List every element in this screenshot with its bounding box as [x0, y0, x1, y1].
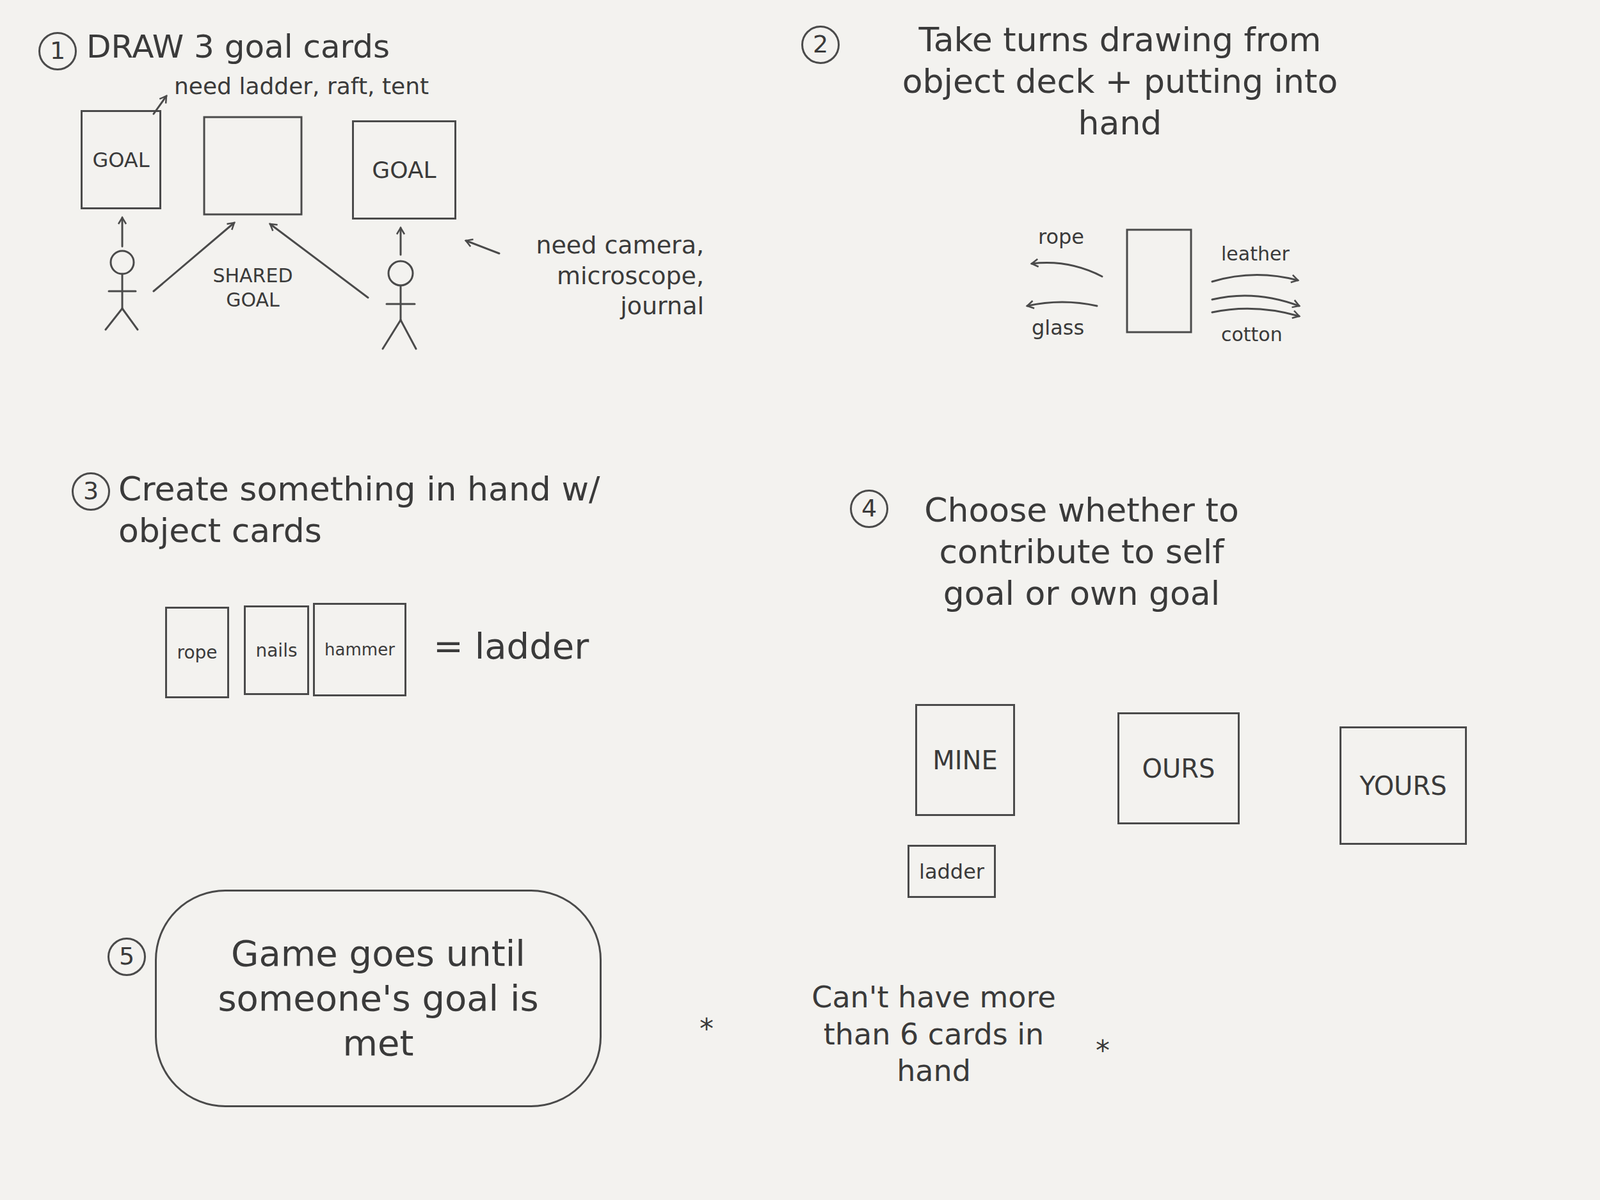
note: need ladder, raft, tent	[174, 71, 429, 101]
note: SHARED GOAL	[204, 263, 301, 312]
goal-card: GOAL	[80, 110, 162, 210]
object-deck	[1127, 229, 1192, 333]
node-text: Game goes until someone's goal is met	[193, 931, 564, 1066]
node-text: MINE	[932, 744, 998, 777]
step-number: 4	[849, 489, 889, 528]
step-text: DRAW 3 goal cards	[86, 26, 390, 68]
draw-arrow	[1027, 302, 1097, 306]
choice-card: OURS	[1117, 712, 1240, 825]
node-text: hammer	[324, 639, 395, 661]
built-item-card: ladder	[907, 844, 996, 898]
object-name: rope	[1038, 224, 1085, 250]
object-name: glass	[1031, 314, 1085, 341]
object-card: hammer	[312, 602, 407, 697]
step-number: 1	[38, 32, 77, 71]
node-text: ladder	[919, 858, 985, 885]
leader-arrow	[465, 240, 500, 254]
node-text: nails	[255, 639, 297, 662]
step-number: 2	[801, 25, 840, 64]
result-text: = ladder	[433, 624, 589, 669]
note: need camera, microscope, journal	[486, 230, 704, 322]
node-text: YOURS	[1359, 769, 1447, 802]
object-name: leather	[1221, 241, 1290, 267]
goal-card: GOAL	[352, 120, 457, 220]
object-name: cotton	[1221, 322, 1283, 347]
footnote-mark: *	[1095, 1032, 1110, 1069]
rule-box: Game goes until someone's goal is met	[154, 889, 602, 1108]
object-card: rope	[165, 606, 230, 699]
step-text: Create something in hand w/ object cards	[118, 468, 631, 552]
draw-arrow	[1031, 263, 1103, 277]
node-text: OURS	[1142, 752, 1216, 785]
arrow	[121, 217, 124, 247]
shared-goal-card	[204, 117, 302, 215]
node-text: GOAL	[371, 155, 436, 185]
choice-card: YOURS	[1339, 726, 1467, 845]
node-text: rope	[176, 641, 217, 664]
step-number: 3	[71, 472, 111, 511]
draw-arrow	[1212, 274, 1298, 282]
draw-arrow	[1212, 308, 1300, 317]
arrow	[400, 227, 402, 255]
footnote-mark: *	[699, 1011, 714, 1047]
node-text: GOAL	[92, 147, 150, 173]
step-number: 5	[107, 937, 146, 976]
step-text: Take turns drawing from object deck + pu…	[889, 19, 1351, 144]
object-card: nails	[243, 605, 310, 696]
choice-card: MINE	[915, 704, 1016, 816]
footnote: Can't have more than 6 cards in hand	[796, 979, 1072, 1090]
draw-arrow	[1212, 295, 1300, 306]
stick-figure	[105, 250, 138, 330]
step-text: Choose whether to contribute to self goa…	[902, 489, 1261, 615]
stick-figure	[382, 261, 416, 349]
